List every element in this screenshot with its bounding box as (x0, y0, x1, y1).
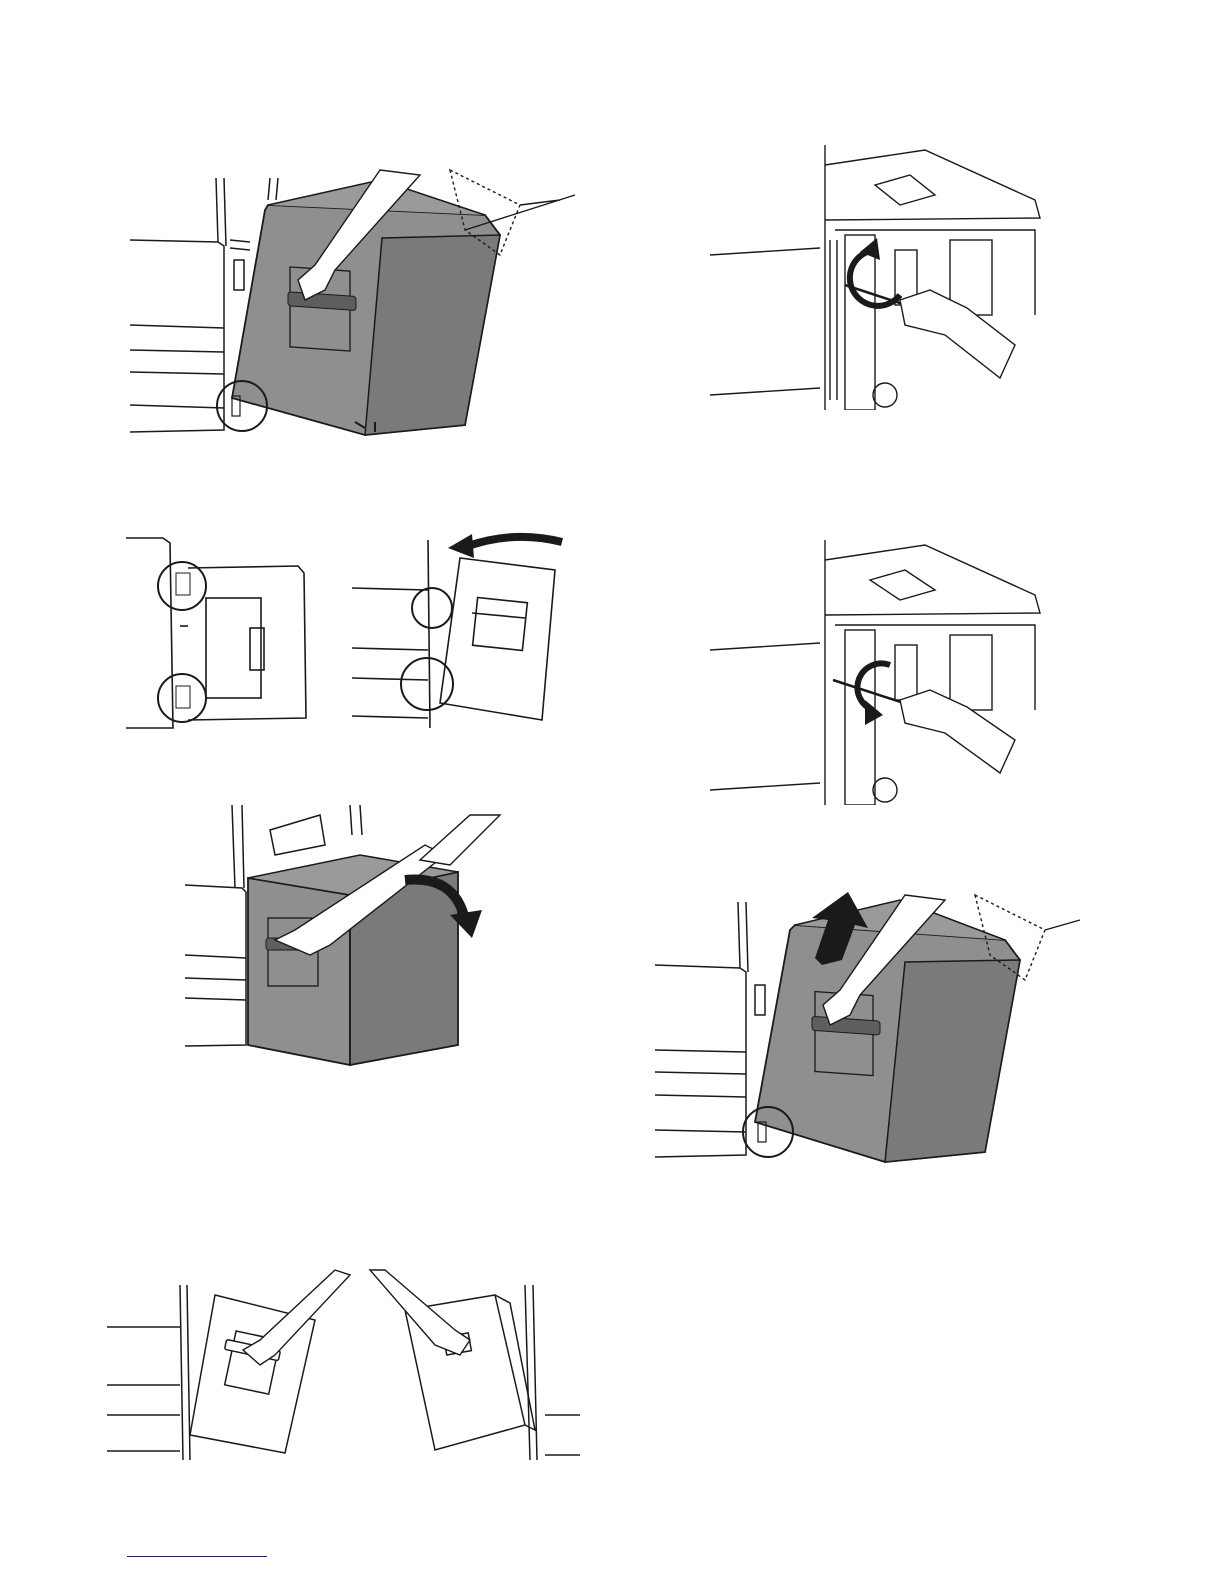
hand-icon (243, 1270, 350, 1365)
curved-arrow-icon (468, 537, 562, 546)
figure-unit-closing (180, 800, 520, 1070)
figure-unit-lift-up (650, 890, 1090, 1170)
footer-rule (127, 1556, 267, 1557)
figure-hinge-detail-closed (118, 528, 318, 738)
figure-rotate-screw-cw (705, 535, 1055, 805)
figure-rotate-screw-ccw (705, 140, 1055, 410)
detail-circle-icon (412, 588, 452, 628)
hand-icon (370, 1270, 470, 1355)
rotate-cw-arrow-icon (857, 663, 890, 710)
figure-unit-removal-two-views (105, 1265, 585, 1465)
figure-unit-tilted-with-hand (120, 160, 580, 450)
detail-circle-icon (401, 658, 453, 710)
figure-hinge-detail-tilted (350, 528, 575, 738)
hand-icon (900, 690, 1015, 773)
detail-circle-icon (158, 562, 206, 610)
hand-icon (900, 290, 1015, 378)
detail-circle-icon (158, 674, 206, 722)
